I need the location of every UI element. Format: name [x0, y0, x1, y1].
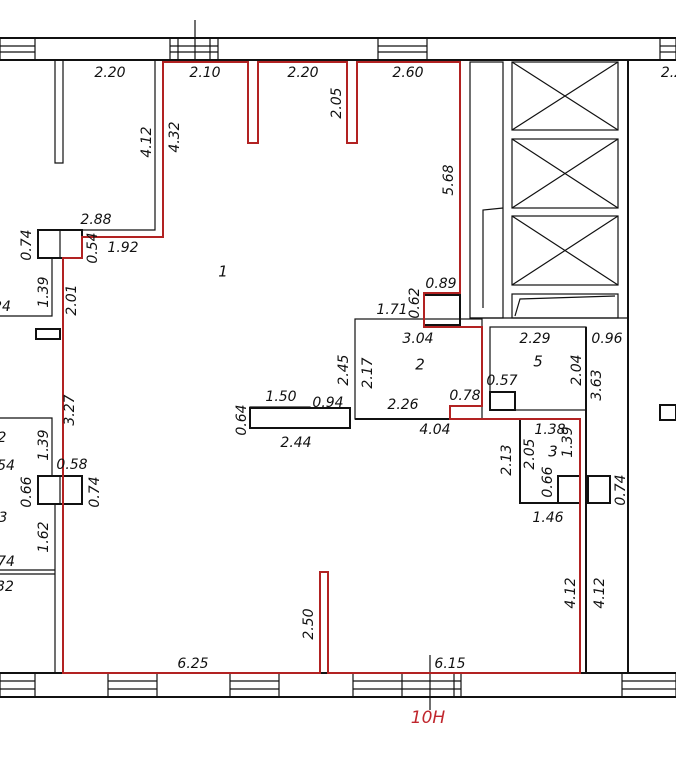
dim-label: 5.68 [441, 164, 457, 195]
dim-label: 2.20 [94, 65, 125, 81]
dim-label: 3.04 [402, 331, 433, 347]
interior-rooms [249, 294, 676, 504]
dim-label: 2.20 [287, 65, 318, 81]
room-number-5: 5 [533, 353, 543, 371]
dim-label: 0.66 [540, 466, 556, 497]
dim-label: 4.12 [563, 577, 579, 608]
room-numbers: 1 2 3 5 [218, 263, 558, 461]
dim-label: 0.96 [591, 331, 622, 347]
dim-label: 0.78 [449, 388, 480, 404]
dim-label: 0.54 [85, 232, 101, 263]
axis-marker-label: 10H [411, 708, 446, 728]
dim-label: 2.17 [360, 357, 376, 388]
dim-label: 1.39 [36, 429, 52, 460]
dim-label: 1.50 [265, 389, 296, 405]
dim-label: 74 [0, 554, 15, 570]
dim-label: 0.62 [407, 287, 423, 318]
dim-label: 4.12 [139, 126, 155, 157]
room-5-outline [489, 326, 587, 411]
dim-label: 0.57 [486, 373, 517, 389]
dim-label: 1.39 [560, 426, 576, 457]
dim-label: 3.27 [62, 394, 78, 425]
dim-label: 54 [0, 458, 15, 474]
dim-label: 2.05 [329, 87, 345, 118]
dim-label: 0.58 [56, 457, 87, 473]
dim-label: 2.44 [280, 435, 311, 451]
dim-label: 0.66 [19, 476, 35, 507]
dim-label: 0.89 [425, 276, 456, 292]
dim-label: 3.63 [589, 369, 605, 400]
dim-label: 2.26 [387, 397, 418, 413]
dim-label: 2.01 [64, 284, 80, 315]
dim-label: 0.74 [613, 474, 629, 505]
room-number-3: 3 [548, 443, 558, 461]
partition-block [249, 407, 351, 429]
dim-label: 6.25 [177, 656, 208, 672]
dim-label: 1.92 [107, 240, 138, 256]
dim-label: 1.46 [532, 510, 563, 526]
elevator-shafts [511, 61, 619, 319]
dim-label: 2.29 [519, 331, 550, 347]
dim-label: 2.45 [336, 354, 352, 385]
dim-label: 1.39 [36, 276, 52, 307]
dim-label: 2.05 [522, 438, 538, 469]
dim-label: 4.12 [592, 577, 608, 608]
dim-label: 0.74 [87, 476, 103, 507]
dim-label: 24 [0, 299, 11, 315]
room-number-1: 1 [218, 263, 228, 281]
dim-label: 1.38 [534, 422, 565, 438]
dim-label: 2.13 [499, 444, 515, 475]
dim-label: 6.15 [434, 656, 465, 672]
dim-label: 2.50 [301, 608, 317, 639]
dim-label: 4.04 [419, 422, 450, 438]
dim-label: 3 [0, 510, 7, 526]
dim-label: 0.74 [19, 229, 35, 260]
dim-label: 4.32 [167, 121, 183, 152]
dim-label: 0.94 [312, 395, 343, 411]
dim-label: 2.04 [569, 354, 585, 385]
dim-label: 2.60 [392, 65, 423, 81]
dim-label: 32 [0, 579, 14, 595]
dim-label: 1.62 [36, 521, 52, 552]
dim-label: 1.71 [376, 302, 407, 318]
dim-label: 0.64 [234, 404, 250, 435]
windows [0, 37, 676, 698]
left-partitions [0, 60, 156, 673]
dimension-labels: 2.20 2.10 2.20 2.60 2.2 4.12 4.32 2.05 5… [0, 65, 676, 672]
building-core [469, 61, 628, 319]
dim-label: 2 [0, 430, 7, 446]
dim-label: 2.88 [80, 212, 111, 228]
dim-label: 2.10 [189, 65, 220, 81]
dim-label: 2.2 [661, 65, 676, 81]
unit-boundary [62, 61, 581, 674]
room-number-2: 2 [415, 356, 425, 374]
